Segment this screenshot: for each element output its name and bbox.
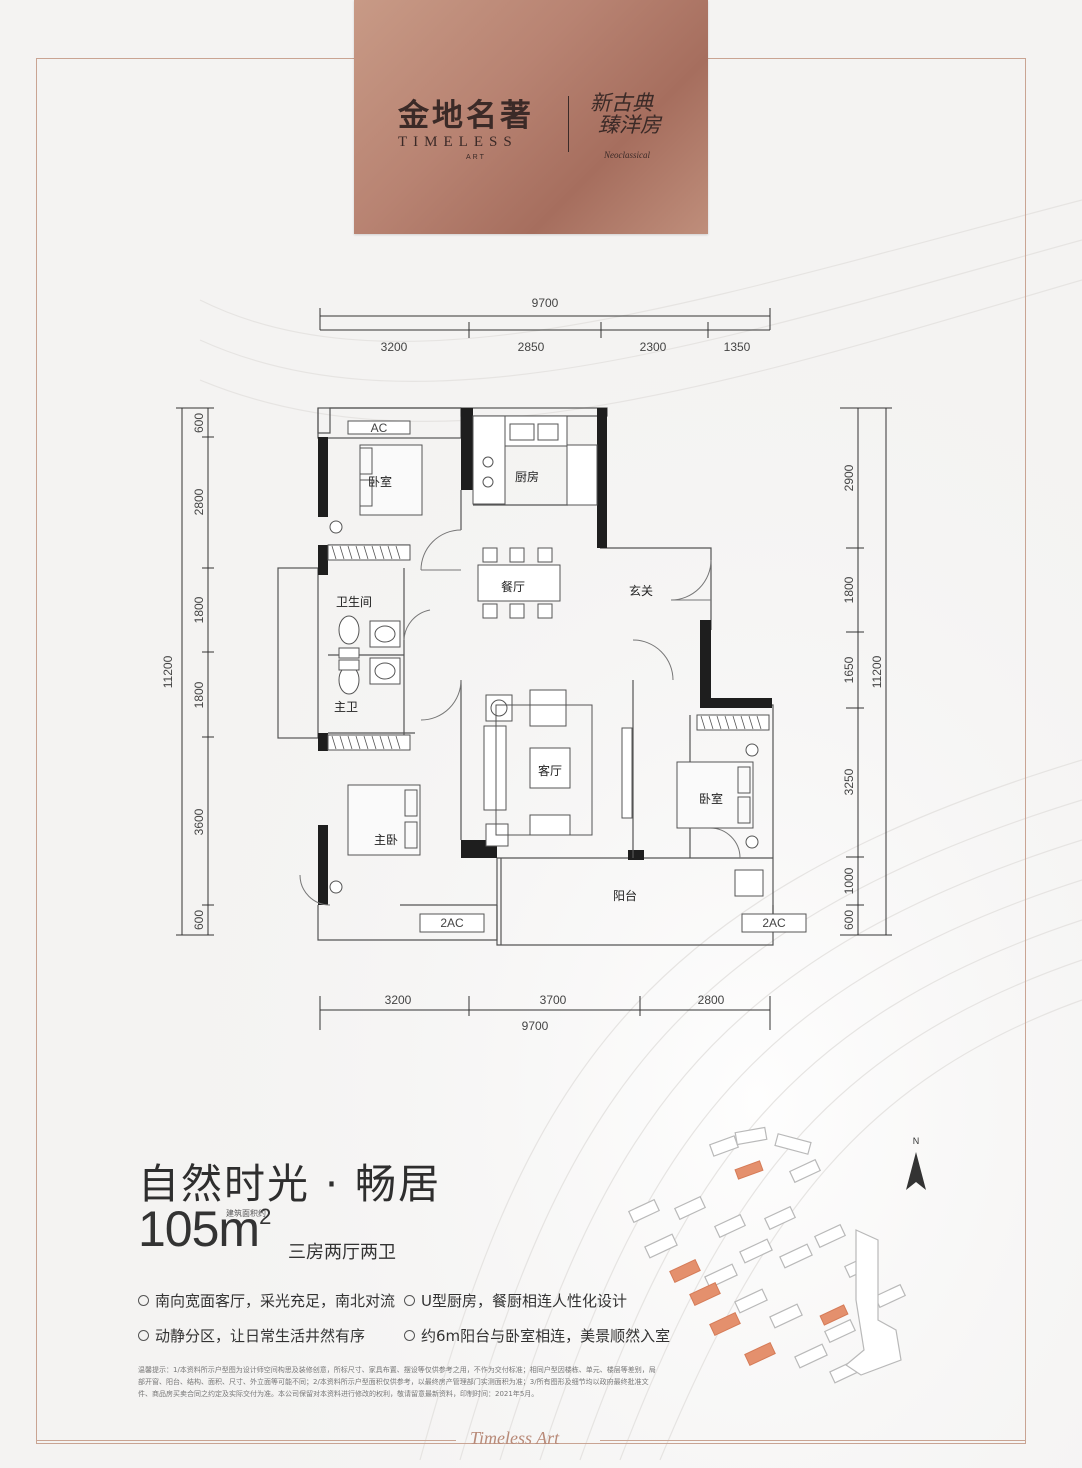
feature-1: 南向宽面客厅，采光充足，南北对流 (138, 1290, 395, 1311)
brand-separator (568, 96, 569, 152)
room-dining: 餐厅 (501, 579, 525, 594)
layout-type: 三房两厅两卫 (288, 1242, 396, 1263)
brand-series-line2: 臻洋房 (598, 113, 661, 137)
headline: 自然时光 · 畅居 (138, 1160, 442, 1208)
right-seg-1: 2900 (842, 464, 856, 491)
brand-series-en: Neoclassical (604, 150, 650, 160)
area-number: 105m (138, 1201, 260, 1257)
bottom-seg-2: 3700 (540, 993, 567, 1007)
bullet-icon (404, 1295, 415, 1306)
feature-4: 约6m阳台与卧室相连，美景顺然入室 (404, 1325, 670, 1346)
room-kitchen: 厨房 (515, 469, 539, 484)
room-living: 客厅 (538, 763, 562, 778)
compass: N (906, 1136, 926, 1190)
bottom-seg-3: 2800 (698, 993, 725, 1007)
footer-line-left (36, 1440, 456, 1441)
left-seg-1: 600 (192, 413, 206, 433)
top-seg-2: 2850 (518, 340, 545, 354)
bullet-icon (138, 1295, 149, 1306)
left-seg-6: 600 (192, 910, 206, 930)
brand-name-cn: 金地名著 (398, 98, 534, 134)
left-seg-2: 2800 (192, 488, 206, 515)
ac-bottom-right-label: 2AC (762, 916, 786, 930)
compass-icon (906, 1152, 926, 1190)
kitchen-counters (472, 415, 598, 506)
compass-label: N (913, 1136, 920, 1146)
brand-series-cn: 新古典 臻洋房 (590, 92, 661, 136)
brand-name-en-sub: ART (466, 154, 486, 161)
feature-2: U型厨房，餐厨相连人性化设计 (404, 1290, 627, 1311)
top-total-dim: 9700 (532, 296, 559, 310)
living-furniture (483, 689, 633, 847)
room-bedroom-right: 卧室 (699, 791, 723, 806)
left-seg-4: 1800 (192, 681, 206, 708)
top-seg-4: 1350 (724, 340, 751, 354)
room-bathroom: 卫生间 (336, 595, 372, 609)
highlighted-buildings (669, 1160, 849, 1367)
brand-name-en: TIMELESS (398, 134, 518, 150)
right-seg-6: 600 (842, 910, 856, 930)
left-dimension-lines (176, 407, 214, 936)
room-balcony: 阳台 (613, 888, 637, 903)
right-dimension-lines (840, 407, 892, 936)
area-value: 105m2 (138, 1200, 271, 1258)
footer-logo: Timeless Art (470, 1428, 560, 1448)
feature-3: 动静分区，让日常生活井然有序 (138, 1325, 365, 1346)
bottom-seg-1: 3200 (385, 993, 412, 1007)
feature-text: 动静分区，让日常生活井然有序 (155, 1327, 366, 1345)
left-total-dim: 11200 (161, 655, 175, 688)
right-seg-4: 3250 (842, 768, 856, 795)
wardrobe-hatching (331, 545, 762, 750)
footer-line-right (600, 1440, 1026, 1441)
ac-bottom-left-label: 2AC (440, 916, 464, 930)
left-seg-5: 3600 (192, 808, 206, 835)
dining-set (477, 547, 561, 619)
left-seg-3: 1800 (192, 596, 206, 623)
bullet-icon (138, 1330, 149, 1341)
area-unit-sup: 2 (259, 1204, 271, 1229)
area-note: 建筑面积约 (226, 1209, 266, 1218)
bottom-dimension-lines (319, 996, 771, 1030)
beds (347, 444, 754, 856)
bullet-icon (404, 1330, 415, 1341)
top-seg-1: 3200 (381, 340, 408, 354)
feature-text: U型厨房，餐厨相连人性化设计 (421, 1292, 627, 1310)
brand-block: 金地名著 TIMELESS ART 新古典 臻洋房 Neoclassical (354, 0, 708, 234)
room-bedroom-top: 卧室 (368, 474, 392, 489)
right-seg-5: 1000 (842, 867, 856, 894)
site-plan-map: N (627, 1126, 926, 1384)
right-total-dim: 11200 (870, 655, 884, 688)
site-buildings (627, 1126, 907, 1384)
room-master-bath: 主卫 (334, 700, 358, 714)
disclaimer-text: 温馨提示：1/本资料所示户型图为设计师空间构思及装修创意，所标尺寸、家具布置、摆… (138, 1366, 656, 1398)
room-foyer: 玄关 (629, 583, 653, 598)
bathroom-fixtures (329, 520, 764, 897)
ac-units (347, 420, 807, 933)
brand-series-line1: 新古典 (590, 91, 653, 115)
room-master-bedroom: 主卧 (374, 833, 398, 847)
top-seg-3: 2300 (640, 340, 667, 354)
floor-plan: 9700 3200 2850 2300 1350 11200 600 2800 … (161, 296, 892, 1033)
bottom-total-dim: 9700 (522, 1019, 549, 1033)
feature-text: 南向宽面客厅，采光充足，南北对流 (155, 1292, 396, 1310)
ac-top-label: AC (371, 421, 388, 435)
door-swings (299, 529, 741, 906)
right-seg-2: 1800 (842, 576, 856, 603)
right-seg-3: 1650 (842, 656, 856, 683)
top-dimension-lines (319, 308, 771, 338)
feature-text: 约6m阳台与卧室相连，美景顺然入室 (421, 1327, 671, 1345)
